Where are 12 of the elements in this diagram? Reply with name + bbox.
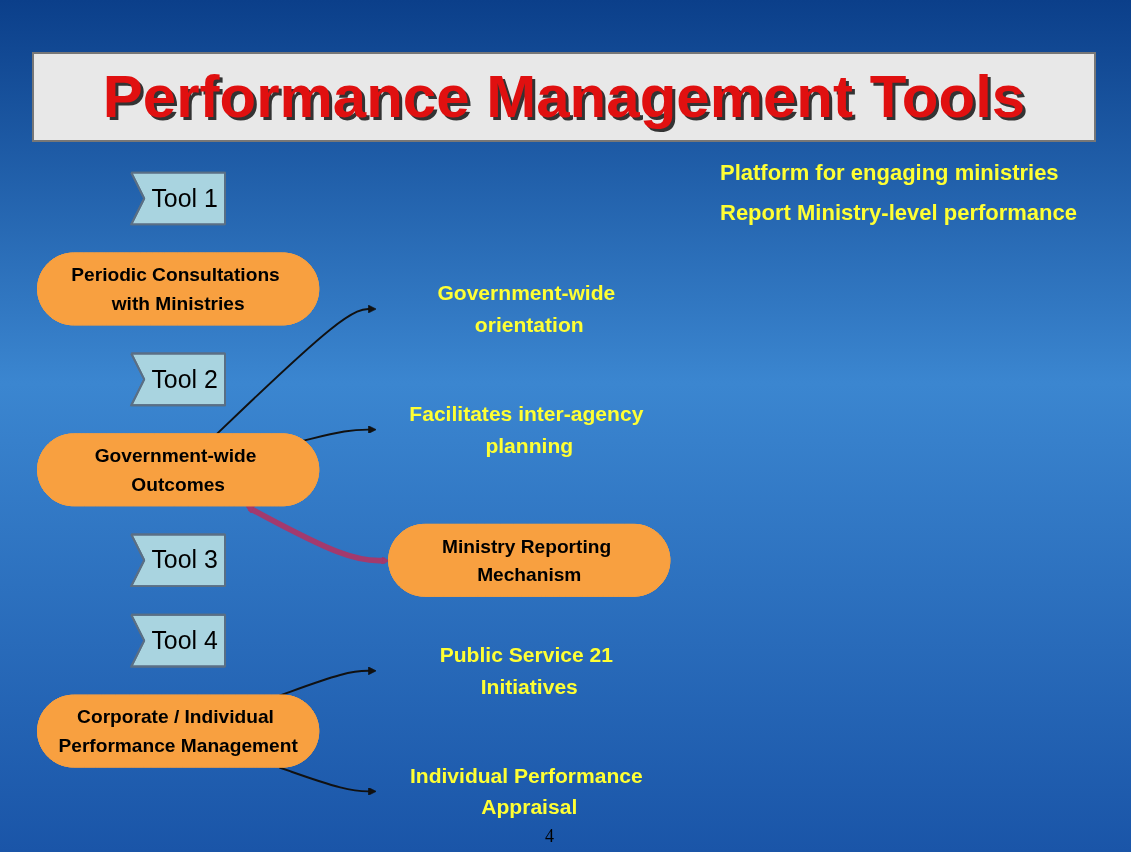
node-text: Facilitates inter-agency planning [409,401,644,458]
arrow [245,505,390,565]
arrow [302,425,377,442]
title: Performance Management Tools [32,52,1096,142]
page-number: 4 [545,826,554,847]
node-text: Government-wide orientation [437,281,616,337]
node-text: Individual Performance Appraisal [409,763,643,820]
node-text: Public Service 21 Initiatives [439,643,613,699]
arrow [278,666,377,697]
note-text: Platform for engaging ministries [720,160,1060,186]
arrow [278,766,377,796]
note-text: Report Ministry-level performance [720,200,1077,226]
